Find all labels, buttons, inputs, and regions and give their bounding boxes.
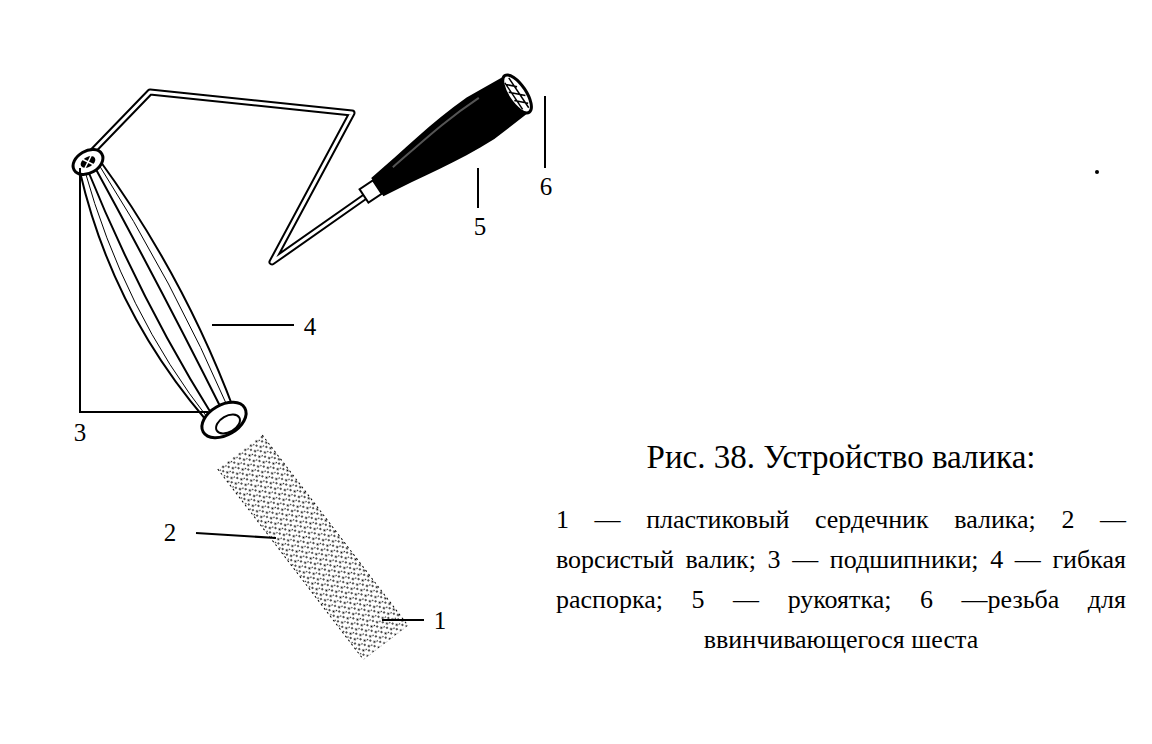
callout-number: 5: [474, 214, 487, 239]
bottom-bearing: [196, 395, 253, 445]
figure-caption: Рис. 38. Устройство валика:: [647, 438, 1036, 478]
legend-text: 1 — пластиковый сердечник валика; 2 — во…: [556, 500, 1126, 660]
flexible-cage: [80, 158, 234, 421]
speck: [1095, 170, 1099, 174]
top-bearing: [69, 144, 108, 179]
leader-lines: [80, 96, 545, 620]
callout-number: 3: [74, 420, 87, 445]
callout-number: 4: [304, 314, 317, 339]
callout-number: 6: [540, 174, 553, 199]
handle: [350, 68, 538, 217]
callout-number: 1: [434, 608, 447, 633]
nap-roller: [218, 435, 408, 660]
callout-number: 2: [164, 520, 177, 545]
